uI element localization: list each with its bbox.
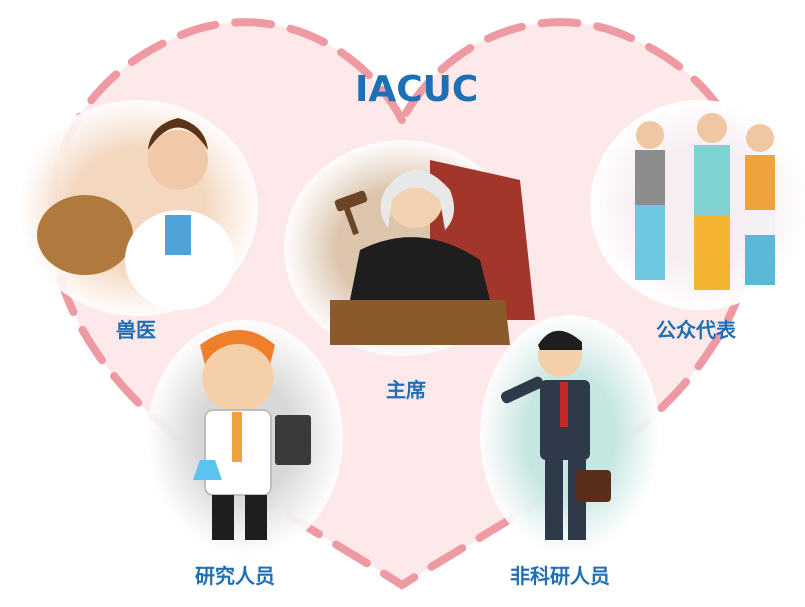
role-label-researcher: 研究人员 <box>195 564 275 588</box>
role-circle-chair <box>284 140 535 356</box>
role-label-non-scientist: 非科研人员 <box>510 564 610 588</box>
businessman-icon <box>500 330 611 540</box>
role-circle-veterinarian <box>18 100 258 316</box>
diagram-title: IACUC <box>355 69 479 110</box>
role-circle-public <box>590 100 805 310</box>
role-label-chair: 主席 <box>386 378 426 402</box>
veterinarian-with-dog-icon <box>37 118 235 310</box>
public-group-icon <box>635 113 775 290</box>
role-label-veterinarian: 兽医 <box>116 318 156 342</box>
scientist-icon <box>193 330 311 540</box>
role-label-public: 公众代表 <box>656 318 736 342</box>
role-circle-researcher <box>147 320 343 556</box>
judge-chair-icon <box>330 160 535 345</box>
role-circle-non-scientist <box>480 315 660 555</box>
